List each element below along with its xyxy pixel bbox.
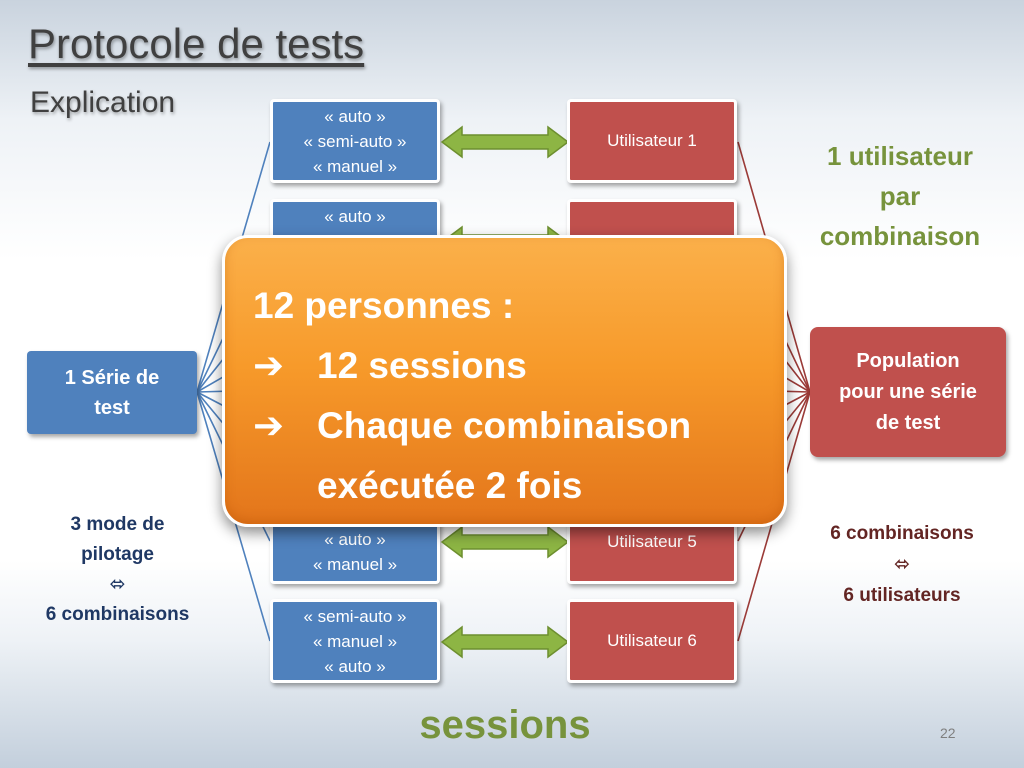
note-line: 6 utilisateurs (843, 585, 961, 606)
note-line: 6 combinaisons (45, 604, 190, 625)
callout-line-3: ➔ Chaque combinaison (253, 396, 784, 456)
serie-line: test (94, 396, 130, 419)
right-arrow-icon: ➔ (253, 405, 285, 446)
mode-line: « manuel » (312, 631, 398, 651)
population-line: de test (875, 411, 941, 434)
serie-line: 1 Série de (64, 366, 160, 389)
mode-line: « manuel » (312, 156, 398, 176)
note-line: 6 combinaisons (830, 523, 974, 544)
mode-line: « manuel » (312, 555, 398, 574)
population-line: pour une série (839, 380, 977, 403)
mode-line: « auto » (324, 206, 386, 226)
note-line: par (879, 181, 921, 211)
note-line: pilotage (81, 544, 154, 565)
double-arrow-icon (440, 525, 570, 559)
callout-line-4: exécutée 2 fois (317, 465, 583, 506)
right-arrow-icon: ➔ (253, 345, 285, 386)
double-arrow-icon (440, 125, 570, 159)
population-box: Population pour une série de test (810, 327, 1006, 457)
equivalence-icon: ⬄ (894, 554, 910, 575)
note-one-user-per-combination: 1 utilisateur par combinaison (800, 136, 1000, 256)
callout-line-1: 12 personnes : (253, 285, 515, 326)
mode-box-1: « auto » « semi-auto » « manuel » (270, 99, 440, 183)
population-line: Population (856, 349, 960, 372)
note-modes: 3 mode de pilotage ⬄ 6 combinaisons (30, 510, 205, 630)
note-line: combinaison (819, 221, 981, 251)
note-combinations: 6 combinaisons ⬄ 6 utilisateurs (802, 518, 1002, 611)
note-line: 1 utilisateur (827, 141, 973, 171)
mode-box-6: « semi-auto » « manuel » « auto » (270, 599, 440, 683)
page-number: 22 (940, 725, 956, 741)
user-label: Utilisateur 1 (607, 131, 697, 150)
footer-sessions: sessions (419, 703, 591, 747)
user-box-6: Utilisateur 6 (567, 599, 737, 683)
mode-line: « auto » (324, 106, 386, 126)
callout-box: 12 personnes : ➔ 12 sessions ➔ Chaque co… (222, 235, 787, 527)
mode-line: « auto » (324, 656, 386, 676)
note-line: 3 mode de (70, 514, 165, 535)
slide-subtitle: Explication (30, 86, 176, 119)
mode-line: « semi-auto » (303, 131, 407, 151)
serie-box: 1 Série de test (27, 351, 197, 434)
equivalence-icon: ⬄ (109, 574, 126, 595)
slide-title: Protocole de tests (28, 20, 365, 67)
user-label: Utilisateur 6 (607, 631, 697, 650)
user-box-1: Utilisateur 1 (567, 99, 737, 183)
double-arrow-icon (440, 625, 570, 659)
mode-line: « auto » (324, 530, 386, 549)
callout-text: 12 sessions (317, 345, 527, 386)
callout-text: Chaque combinaison (317, 405, 692, 446)
user-label: Utilisateur 5 (607, 532, 697, 551)
callout-line-2: ➔ 12 sessions (253, 336, 784, 396)
mode-line: « semi-auto » (303, 606, 407, 626)
